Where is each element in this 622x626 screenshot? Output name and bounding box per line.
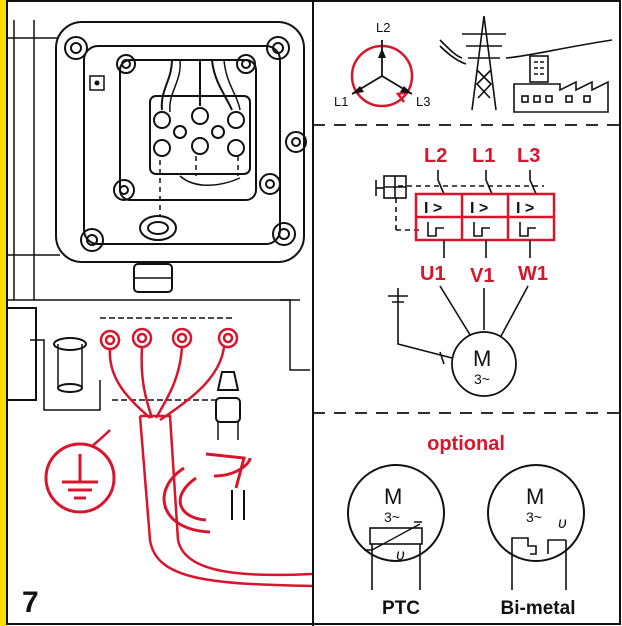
- ring-lug-4: [217, 327, 239, 349]
- overload-label-3: I >: [516, 200, 534, 217]
- optional-heading: optional: [427, 433, 505, 455]
- terminal-label-v1: V1: [470, 265, 494, 287]
- ring-lug-1: [99, 329, 121, 351]
- contactor-switches: [375, 170, 544, 231]
- rotation-arrow-icon: [162, 452, 252, 534]
- terminal-box-inner: [83, 45, 281, 245]
- line-label-l1: L1: [472, 145, 495, 167]
- bimetal-label: Bi-metal: [501, 598, 576, 619]
- factory-icon: [513, 55, 609, 113]
- line-label-l3: L3: [517, 145, 540, 167]
- terminal-cover-frame: [119, 59, 257, 201]
- line-label-l2: L2: [424, 145, 447, 167]
- terminal-box-housing: [55, 21, 305, 263]
- phase-rotation-icon: L2 L1 L3: [334, 20, 430, 109]
- bimetal-motor-m: M: [526, 484, 544, 509]
- phase-label-left: L1: [334, 94, 348, 109]
- ring-lug-2: [131, 327, 153, 349]
- bimetal-motor-phase: 3~: [526, 509, 542, 525]
- motor-symbol-phase: 3~: [474, 371, 490, 387]
- overload-label-1: I >: [424, 200, 442, 217]
- power-pylon-icon: [439, 15, 613, 111]
- terminal-label-u1: U1: [420, 263, 446, 285]
- motor-symbol-m: M: [473, 346, 491, 371]
- ptc-motor-diagram: M 3~ υ PTC: [347, 464, 445, 619]
- ring-lug-3: [171, 327, 193, 349]
- ptc-theta: υ: [396, 547, 405, 564]
- phase-label-top: L2: [376, 20, 390, 35]
- box-screw-top-right: [266, 36, 290, 60]
- motor-terminal-box-illustration: [8, 20, 310, 520]
- overload-relay-block: I > I > I >: [414, 192, 556, 258]
- motor-connection-lines: [388, 285, 529, 365]
- bimetal-motor-diagram: M 3~ υ Bi-metal: [487, 464, 585, 619]
- yellow-side-strip: [0, 0, 7, 626]
- line-labels: L2 L1 L3: [424, 145, 540, 167]
- terminal-posts: [153, 107, 245, 157]
- box-screw-bottom-right: [272, 222, 296, 246]
- step-number: 7: [22, 586, 39, 619]
- box-screw-upper-right: [236, 54, 256, 74]
- box-screw-right-side: [285, 131, 307, 153]
- box-screw-mid-left: [113, 179, 135, 201]
- box-screw-bottom-left: [80, 228, 104, 252]
- box-screw-top-left: [64, 36, 88, 60]
- box-screw-mid-right: [259, 173, 281, 195]
- ptc-motor-m: M: [384, 484, 402, 509]
- phase-label-right: L3: [416, 94, 430, 109]
- motor-symbol: M 3~: [451, 331, 517, 397]
- box-screw-upper-left: [116, 54, 136, 74]
- ground-icon: [44, 442, 116, 514]
- terminal-labels: U1 V1 W1: [420, 263, 548, 287]
- terminal-label-w1: W1: [518, 263, 548, 285]
- overload-label-2: I >: [470, 200, 488, 217]
- ptc-label: PTC: [382, 598, 420, 619]
- ptc-motor-phase: 3~: [384, 509, 400, 525]
- connection-wires: [64, 327, 313, 588]
- bimetal-theta: υ: [558, 515, 567, 532]
